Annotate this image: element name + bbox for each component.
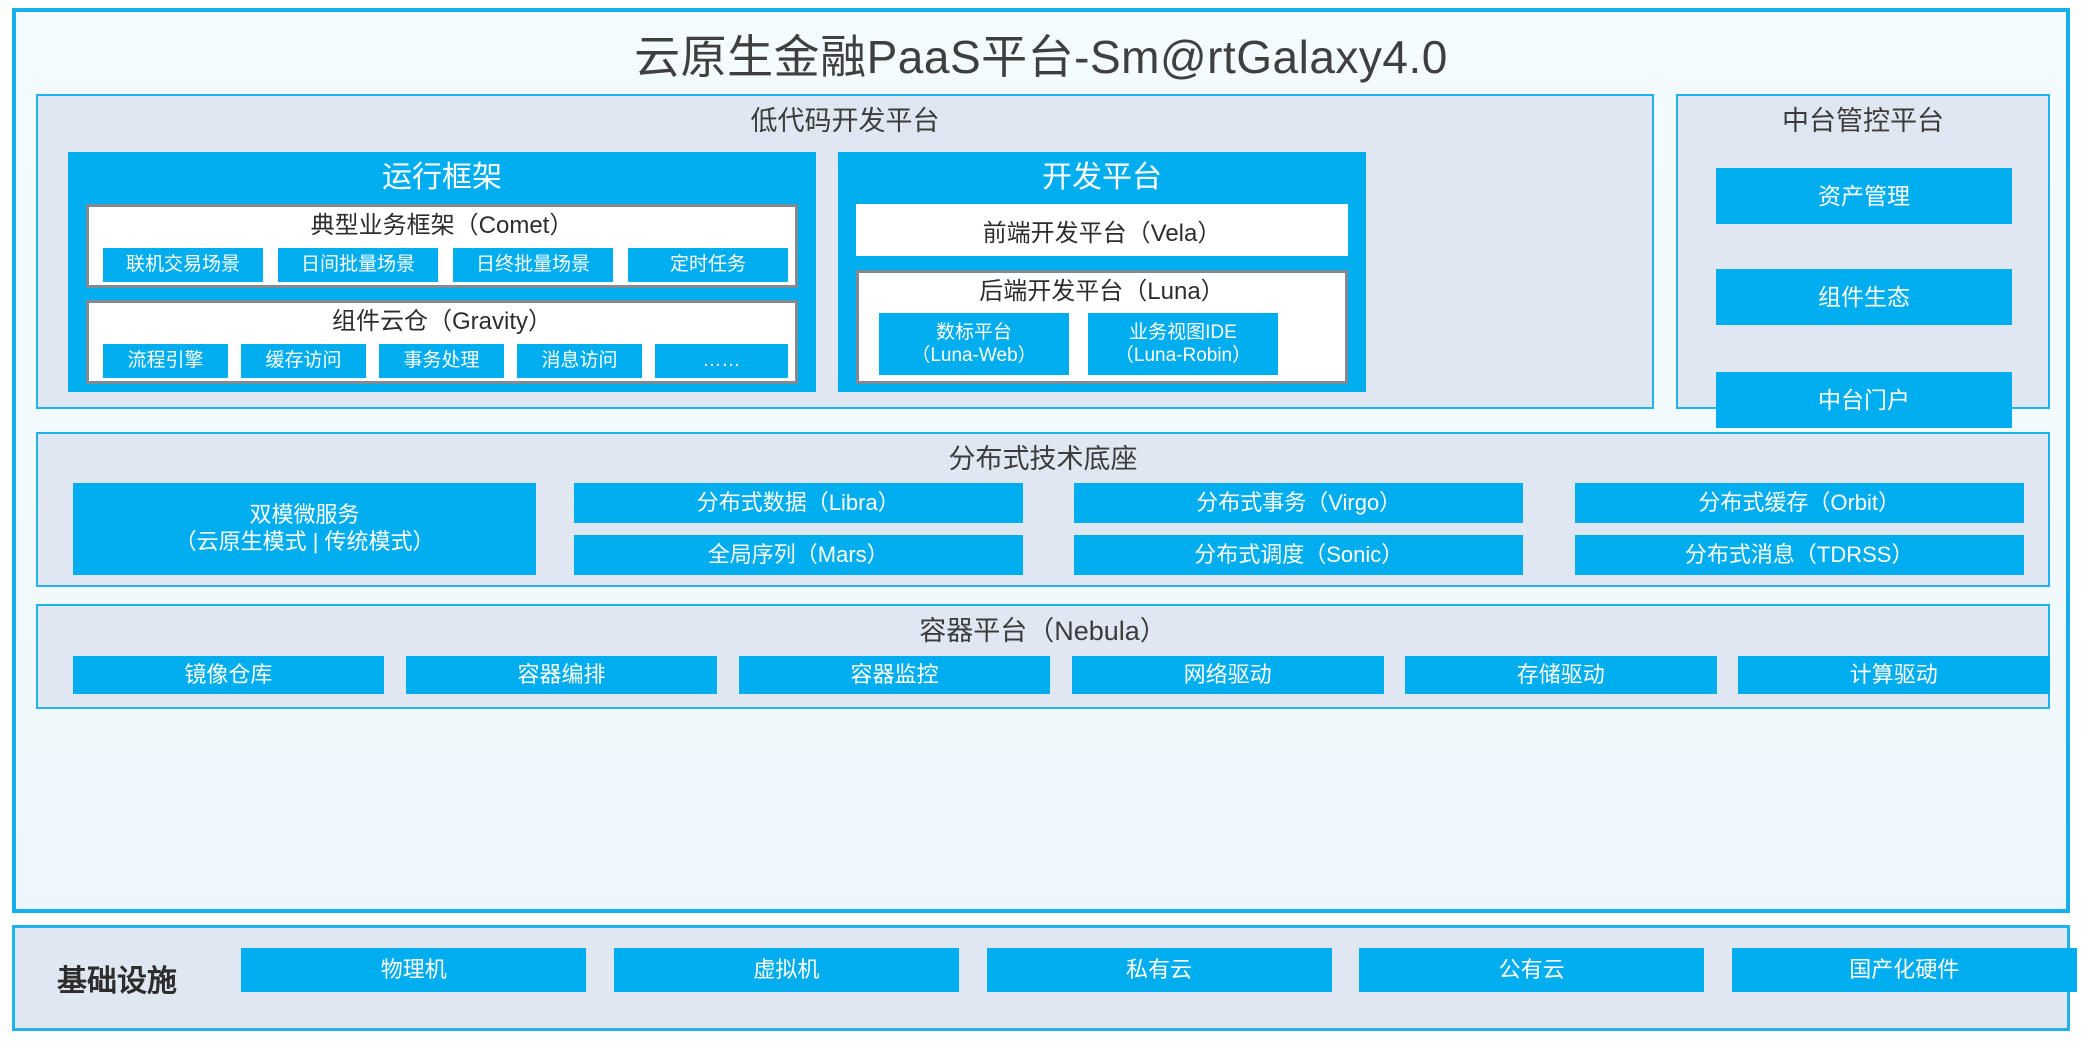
luna-title: 后端开发平台（Luna） — [979, 278, 1225, 305]
techbase-chip-virgo[interactable]: 分布式事务（Virgo） — [1074, 483, 1524, 523]
midplatform-chip-portal[interactable]: 中台门户 — [1716, 372, 2012, 428]
luna-chip-web[interactable]: 数标平台 （Luna-Web） — [879, 313, 1069, 375]
container-chip-storage[interactable]: 存储驱动 — [1404, 656, 1717, 694]
techbase-title: 分布式技术底座 — [948, 444, 1138, 474]
techbase-chip-mars[interactable]: 全局序列（Mars） — [573, 535, 1023, 575]
infra-chip-domestic-hardware[interactable]: 国产化硬件 — [1731, 948, 2077, 992]
gravity-chip-3[interactable]: 事务处理 — [379, 344, 504, 378]
midplatform-chip-asset[interactable]: 资产管理 — [1716, 168, 2012, 224]
luna-chip-robin[interactable]: 业务视图IDE （Luna-Robin） — [1088, 313, 1278, 375]
infra-chip-virtual[interactable]: 虚拟机 — [613, 948, 959, 992]
gravity-card: 组件云仓（Gravity） 流程引擎 缓存访问 事务处理 消息访问 …… — [86, 300, 798, 384]
comet-chip-2[interactable]: 日间批量场景 — [278, 248, 438, 282]
runtime-framework-box: 运行框架 典型业务框架（Comet） 联机交易场景 日间批量场景 日终批量场景 … — [68, 152, 816, 392]
container-panel: 容器平台（Nebula） 镜像仓库 容器编排 容器监控 网络驱动 存储驱动 计算… — [36, 604, 2050, 709]
dev-platform-title: 开发平台 — [1042, 161, 1162, 194]
midplatform-chip-component[interactable]: 组件生态 — [1716, 269, 2012, 325]
comet-chip-1[interactable]: 联机交易场景 — [103, 248, 263, 282]
gravity-chip-4[interactable]: 消息访问 — [517, 344, 642, 378]
techbase-chip-libra[interactable]: 分布式数据（Libra） — [573, 483, 1023, 523]
infrastructure-bar: 基础设施 物理机 虚拟机 私有云 公有云 国产化硬件 — [12, 925, 2077, 1031]
luna-card: 后端开发平台（Luna） 数标平台 （Luna-Web） 业务视图IDE （Lu… — [856, 270, 1348, 384]
dual-mode-microservice-chip[interactable]: 双模微服务 （云原生模式 | 传统模式） — [73, 483, 536, 575]
container-chip-orchestration[interactable]: 容器编排 — [405, 656, 718, 694]
techbase-chip-orbit[interactable]: 分布式缓存（Orbit） — [1574, 483, 2024, 523]
platform-card: 云原生金融PaaS平台-Sm@rtGalaxy4.0 低代码开发平台 运行框架 … — [12, 8, 2070, 913]
comet-card: 典型业务框架（Comet） 联机交易场景 日间批量场景 日终批量场景 定时任务 — [86, 204, 798, 288]
comet-title: 典型业务框架（Comet） — [310, 212, 574, 239]
infrastructure-label: 基础设施 — [57, 965, 177, 998]
container-chip-network[interactable]: 网络驱动 — [1071, 656, 1384, 694]
gravity-chip-2[interactable]: 缓存访问 — [241, 344, 366, 378]
techbase-panel: 分布式技术底座 双模微服务 （云原生模式 | 传统模式） 分布式数据（Libra… — [36, 432, 2050, 587]
infra-chip-physical[interactable]: 物理机 — [241, 948, 587, 992]
infra-chip-private-cloud[interactable]: 私有云 — [986, 948, 1332, 992]
lowcode-panel-title: 低代码开发平台 — [750, 106, 940, 136]
midplatform-panel: 中台管控平台 资产管理 组件生态 中台门户 — [1676, 94, 2050, 428]
midplatform-title: 中台管控平台 — [1782, 106, 1944, 136]
comet-chip-4[interactable]: 定时任务 — [628, 248, 788, 282]
page-title: 云原生金融PaaS平台-Sm@rtGalaxy4.0 — [634, 31, 1448, 83]
runtime-framework-title: 运行框架 — [382, 161, 502, 194]
techbase-chip-sonic[interactable]: 分布式调度（Sonic） — [1074, 535, 1524, 575]
container-title: 容器平台（Nebula） — [919, 616, 1167, 646]
vela-card[interactable]: 前端开发平台（Vela） — [856, 204, 1348, 256]
lowcode-panel: 低代码开发平台 运行框架 典型业务框架（Comet） 联机交易场景 日间批量场景… — [36, 94, 1654, 409]
infra-chip-public-cloud[interactable]: 公有云 — [1359, 948, 1705, 992]
container-chip-registry[interactable]: 镜像仓库 — [72, 656, 385, 694]
container-chip-monitoring[interactable]: 容器监控 — [738, 656, 1051, 694]
dev-platform-box: 开发平台 前端开发平台（Vela） 后端开发平台（Luna） 数标平台 （Lun… — [838, 152, 1366, 392]
gravity-chip-1[interactable]: 流程引擎 — [103, 344, 228, 378]
gravity-title: 组件云仓（Gravity） — [331, 308, 552, 335]
techbase-chip-tdrss[interactable]: 分布式消息（TDRSS） — [1574, 535, 2024, 575]
gravity-chip-5[interactable]: …… — [655, 344, 788, 378]
comet-chip-3[interactable]: 日终批量场景 — [453, 248, 613, 282]
container-chip-compute[interactable]: 计算驱动 — [1737, 656, 2050, 694]
